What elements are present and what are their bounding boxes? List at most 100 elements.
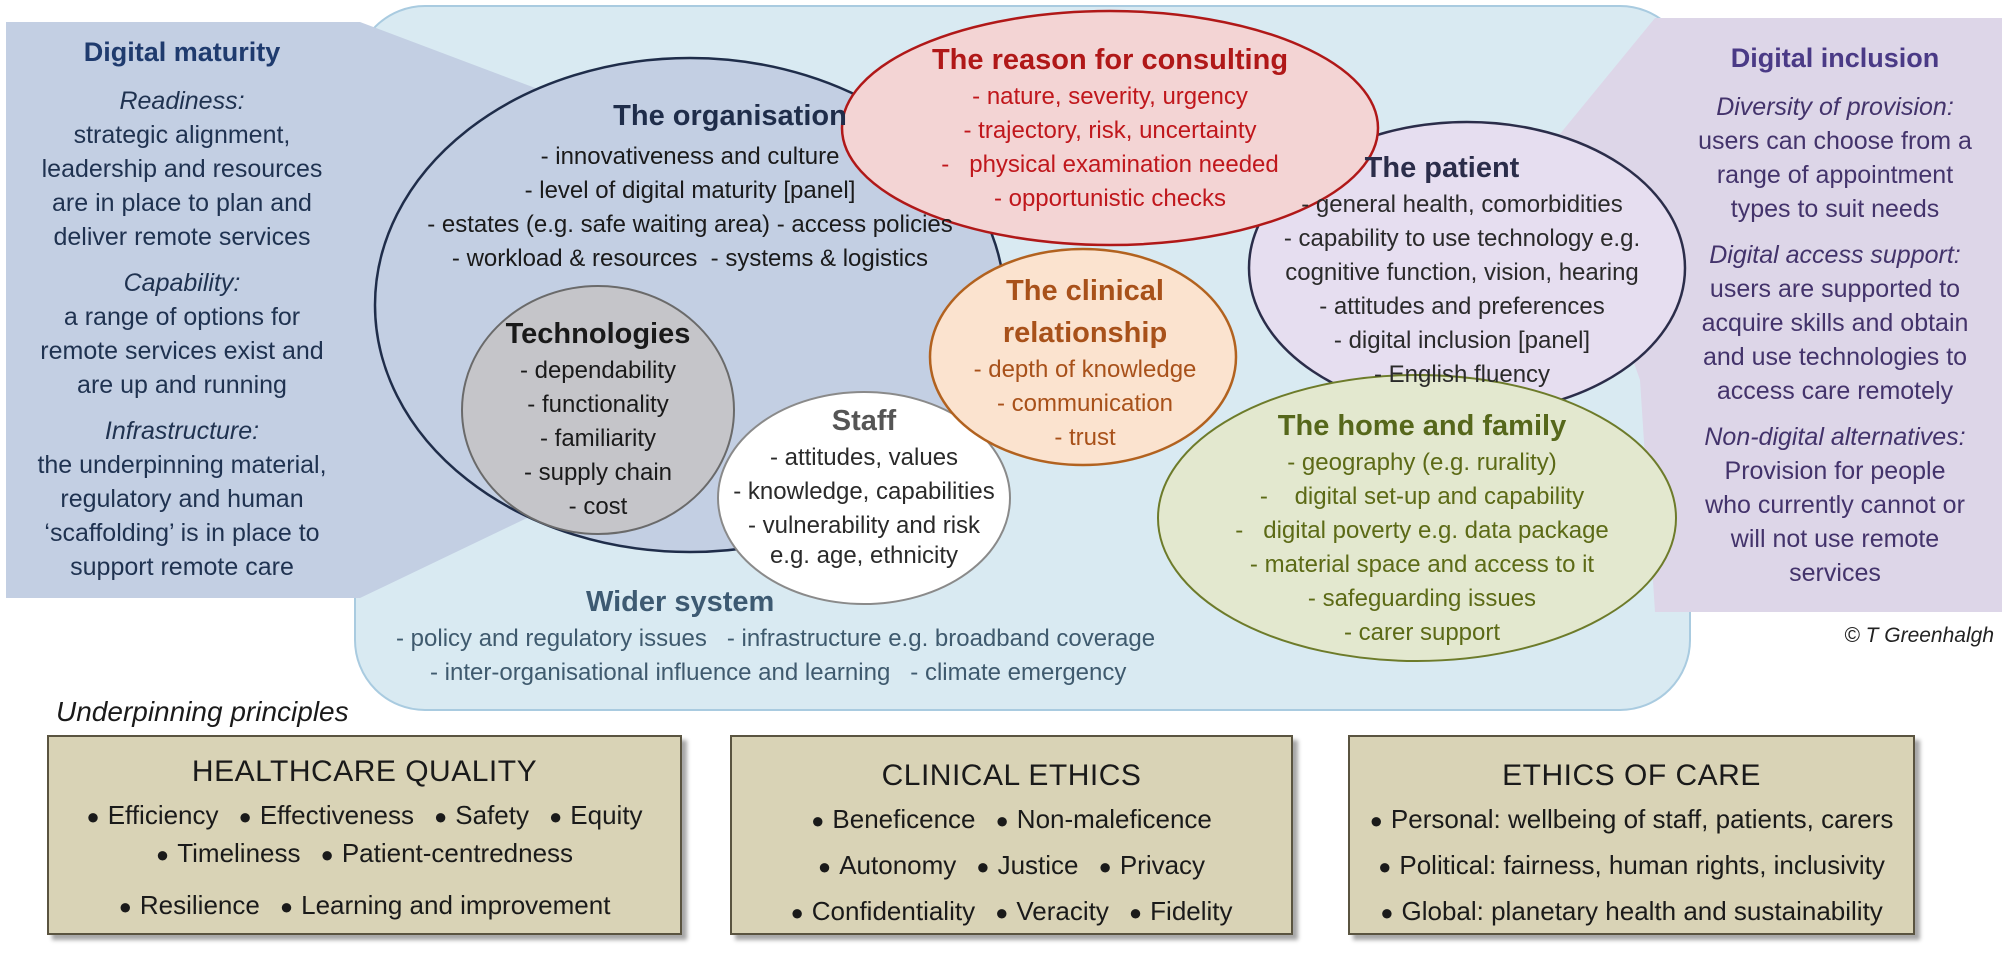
capability-line: remote services exist and <box>40 337 324 365</box>
wider-system-text: Wider system - policy and regulatory iss… <box>380 582 1260 690</box>
home-family-item: - geography (e.g. rurality) <box>1287 449 1557 476</box>
home-family-item: - digital set-up and capability <box>1259 483 1585 510</box>
clinical-item: - communication <box>996 390 1174 417</box>
readiness-label: Readiness: <box>119 87 245 115</box>
clinical-relationship-text: The clinical relationship - depth of kno… <box>945 271 1225 455</box>
healthcare-quality-box: HEALTHCARE QUALITY Efficiency Effectivene… <box>47 735 682 935</box>
capability-line: are up and running <box>77 371 287 399</box>
organisation-item: - innovativeness and culture <box>540 143 840 170</box>
infrastructure-line: ‘scaffolding’ is in place to <box>44 519 320 547</box>
principle-item: Timeliness <box>156 833 300 875</box>
reason-item: - opportunistic checks <box>993 185 1227 212</box>
home-family-item: - safeguarding issues <box>1307 585 1537 612</box>
staff-title: Staff <box>831 405 897 437</box>
patient-item: - attitudes and preferences <box>1319 293 1605 320</box>
readiness-line: strategic alignment, <box>73 121 291 149</box>
organisation-item: - estates (e.g. safe waiting area) - acc… <box>427 211 953 238</box>
principle-item: Justice <box>976 845 1079 887</box>
technologies-item: - supply chain <box>523 459 673 486</box>
technologies-item: - cost <box>568 493 628 520</box>
home-family-item: - digital poverty e.g. data package <box>1235 517 1609 544</box>
principle-item: Learning and improvement <box>280 885 610 927</box>
infrastructure-line: support remote care <box>70 553 294 581</box>
digital-inclusion-heading: Digital inclusion <box>1730 43 1940 73</box>
principle-row: Timeliness Patient-centredness <box>49 833 680 875</box>
home-family-item: - carer support <box>1343 619 1501 646</box>
copyright-notice: © T Greenhalgh <box>1844 624 1994 647</box>
principle-row: Global: planetary health and sustainabil… <box>1350 891 1913 933</box>
principle-item: Fidelity <box>1129 891 1232 933</box>
clinical-title-line: The clinical <box>1006 275 1164 307</box>
diversity-label: Diversity of provision: <box>1716 93 1954 121</box>
patient-item: - digital inclusion [panel] <box>1333 327 1591 354</box>
patient-title: The patient <box>1364 152 1520 184</box>
access-support-line: acquire skills and obtain <box>1701 309 1969 337</box>
capability-line: a range of options for <box>63 303 301 331</box>
clinical-item: - trust <box>1054 424 1116 451</box>
principle-item: Privacy <box>1099 845 1205 887</box>
digital-inclusion-panel <box>1555 18 2002 612</box>
patient-item: - English fluency <box>1373 361 1551 388</box>
diversity-line: users can choose from a <box>1698 127 1972 155</box>
reason-ellipse <box>840 9 1380 247</box>
principle-row: Efficiency Effectiveness Safety Equity <box>49 795 680 837</box>
access-support-line: access care remotely <box>1716 377 1954 405</box>
clinical-ethics-title: CLINICAL ETHICS <box>881 759 1142 792</box>
technologies-item: - functionality <box>527 391 669 418</box>
reason-item: - trajectory, risk, uncertainty <box>963 117 1257 144</box>
patient-item: - general health, comorbidities <box>1301 191 1623 218</box>
wider-system-title: Wider system <box>586 586 775 618</box>
digital-maturity-text: Digital maturity Readiness: strategic al… <box>12 32 352 584</box>
principle-item: Patient-centredness <box>321 833 573 875</box>
diversity-line: range of appointment <box>1716 161 1954 189</box>
reason-text: The reason for consulting - nature, seve… <box>880 40 1340 216</box>
clinical-item: - depth of knowledge <box>973 356 1197 383</box>
principle-item: Veracity <box>995 891 1109 933</box>
digital-inclusion-text: Digital inclusion Diversity of provision… <box>1672 38 1998 590</box>
principle-item: Equity <box>549 795 642 837</box>
home-family-item: - material space and access to it <box>1249 551 1595 578</box>
ethics-of-care-box: ETHICS OF CARE Personal: wellbeing of st… <box>1348 735 1915 935</box>
principle-item: Safety <box>434 795 529 837</box>
organisation-text: The organisation - innovativeness and cu… <box>380 96 1000 276</box>
principle-item: Confidentiality <box>790 891 975 933</box>
clinical-title-line: relationship <box>1002 317 1168 349</box>
principles-label: Underpinning principles <box>56 696 349 727</box>
home-family-ellipse <box>1157 374 1677 662</box>
infrastructure-label: Infrastructure: <box>104 417 260 445</box>
access-support-line: users are supported to <box>1709 275 1961 303</box>
staff-item: - attitudes, values <box>769 444 959 471</box>
non-digital-line: services <box>1789 559 1881 587</box>
ethics-of-care-title: ETHICS OF CARE <box>1502 759 1761 792</box>
principle-row: Confidentiality Veracity Fidelity <box>732 891 1291 933</box>
home-family-title: The home and family <box>1277 410 1567 442</box>
technologies-item: - familiarity <box>539 425 656 452</box>
patient-text: The patient - general health, comorbidit… <box>1262 148 1662 392</box>
principle-row: BeneficenceNon-maleficence <box>732 799 1291 841</box>
principle-item: Personal: wellbeing of staff, patients, … <box>1370 799 1893 841</box>
home-family-text: The home and family - geography (e.g. ru… <box>1222 406 1622 650</box>
readiness-line: are in place to plan and <box>52 189 312 217</box>
healthcare-quality-title: HEALTHCARE QUALITY <box>191 755 538 788</box>
capability-label: Capability: <box>123 269 241 297</box>
reason-item: - physical examination needed <box>941 151 1279 178</box>
principle-item: Global: planetary health and sustainabil… <box>1380 891 1882 933</box>
principle-item: Effectiveness <box>239 795 414 837</box>
principle-item: Political: fairness, human rights, inclu… <box>1378 845 1885 887</box>
patient-item: - capability to use technology e.g. <box>1283 225 1641 252</box>
principle-row: Political: fairness, human rights, inclu… <box>1350 845 1913 887</box>
access-support-label: Digital access support: <box>1709 241 1961 269</box>
staff-item: - knowledge, capabilities <box>733 478 995 505</box>
principle-item: Non-maleficence <box>996 799 1212 841</box>
technologies-item: - dependability <box>519 357 677 384</box>
non-digital-line: will not use remote <box>1730 525 1940 553</box>
principle-item: Efficiency <box>86 795 219 837</box>
clinical-ethics-box: CLINICAL ETHICS BeneficenceNon-maleficen… <box>730 735 1293 935</box>
principle-item: Autonomy <box>818 845 956 887</box>
principle-row: Autonomy Justice Privacy <box>732 845 1291 887</box>
readiness-line: deliver remote services <box>53 223 311 251</box>
clinical-relationship-ellipse <box>928 247 1238 467</box>
technologies-title: Technologies <box>505 318 691 350</box>
principle-row: ResilienceLearning and improvement <box>49 885 680 927</box>
